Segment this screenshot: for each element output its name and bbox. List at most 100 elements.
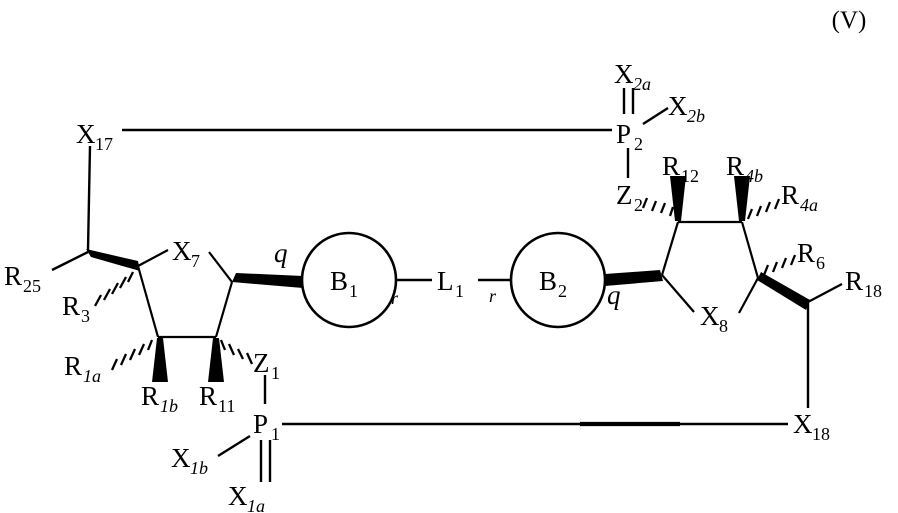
label-z1-base: Z — [253, 348, 270, 378]
wedge-ring-left-c1-to-b1 — [232, 273, 303, 288]
label-x17-sub: 17 — [95, 134, 113, 154]
label-x18-base: X — [793, 409, 813, 439]
label-r1a-base: R — [64, 351, 82, 381]
label-x2b-base: X — [668, 91, 688, 121]
label-r1a: R 1a — [64, 351, 101, 386]
label-r1b-base: R — [141, 381, 159, 411]
label-l1-sub: 1 — [455, 281, 464, 301]
label-r3: R 3 — [62, 291, 90, 326]
label-r6-base: R — [797, 238, 815, 268]
hash-bond-c2-left-to-z1 — [219, 339, 254, 365]
wedge-c2-right-to-r12 — [670, 176, 686, 221]
formula-tag: (V) — [832, 7, 867, 34]
wedge-c4-right-to-ch-right — [757, 272, 810, 310]
label-r1b: R 1b — [141, 381, 178, 416]
label-r1a-sub: 1a — [83, 366, 101, 386]
hash-bond-z2-to-c2-right — [641, 197, 675, 217]
label-r18-base: R — [845, 266, 863, 296]
bond-ring-right-c1-to-c2 — [660, 221, 680, 276]
bond-x17-to-ch-left — [86, 145, 92, 251]
bond-ch-left-to-r25 — [51, 250, 89, 272]
label-p2-base: P — [616, 119, 631, 149]
label-z2-sub: 2 — [634, 195, 643, 215]
label-x8-sub: 8 — [719, 316, 728, 336]
label-x7: X 7 — [172, 236, 200, 271]
wedge-ch-left-to-ring — [86, 249, 140, 271]
label-r4a-sub: 4a — [800, 195, 818, 215]
label-q-right: q — [607, 280, 621, 310]
label-x2b-sub: 2b — [687, 106, 705, 126]
label-r25-base: R — [4, 261, 22, 291]
label-b2: B 2 — [539, 266, 567, 301]
label-r4b-sub: 4b — [745, 166, 763, 186]
base-circle-b1 — [300, 231, 398, 329]
label-r-left: r — [391, 288, 399, 308]
label-r4a: R 4a — [781, 180, 818, 215]
label-b1-base: B — [330, 266, 348, 296]
label-b1: B 1 — [330, 266, 358, 301]
label-x1b-base: X — [171, 443, 191, 473]
label-z1: Z 1 — [253, 348, 280, 383]
label-b2-base: B — [539, 266, 557, 296]
label-p1: P 1 — [253, 409, 280, 444]
bond-ring-left-c4-to-x7 — [137, 249, 169, 267]
label-r4b: R 4b — [726, 151, 763, 186]
label-x2a-sub: 2a — [633, 74, 651, 94]
label-r25-sub: 25 — [23, 276, 41, 296]
label-r12-base: R — [662, 151, 680, 181]
bond-ring-right-c1-to-x8 — [661, 274, 695, 313]
bond-ring-right-c3-to-c4 — [740, 221, 760, 279]
bond-p1-to-x1b — [217, 434, 251, 458]
label-r18-sub: 18 — [864, 281, 882, 301]
label-r3-sub: 3 — [81, 306, 90, 326]
label-r1b-sub: 1b — [160, 396, 178, 416]
bond-ring-left-x7-to-c1 — [208, 251, 233, 283]
bond-ring-right-x8-to-c4 — [738, 277, 759, 314]
label-x18-sub: 18 — [812, 424, 830, 444]
label-r6-sub: 6 — [816, 253, 825, 273]
label-r4b-base: R — [726, 151, 744, 181]
wedge-b2-to-ring-right-c1 — [605, 270, 663, 286]
label-x8: X 8 — [700, 301, 728, 336]
hash-bond-c3-left-to-r1a — [110, 339, 154, 371]
label-p2-sub: 2 — [634, 134, 643, 154]
label-l1: L 1 — [437, 266, 464, 301]
wedge-c3-left-to-r1b — [152, 338, 168, 382]
label-r12-sub: 12 — [681, 166, 699, 186]
label-b2-sub: 2 — [558, 281, 567, 301]
wedge-c2-left-to-r11 — [208, 338, 224, 382]
hash-bond-c4-right-to-r6 — [762, 254, 797, 276]
label-x1b: X 1b — [171, 443, 208, 478]
label-r3-base: R — [62, 291, 80, 321]
label-r18: R 18 — [845, 266, 882, 301]
label-x7-base: X — [172, 236, 192, 266]
label-b1-sub: 1 — [349, 281, 358, 301]
bond-ring-left-c2-to-c1 — [214, 281, 234, 338]
label-x2a: X 2a — [614, 59, 651, 94]
label-q-left: q — [274, 238, 288, 268]
bond-p2-to-x2b — [642, 106, 669, 126]
label-x1b-sub: 1b — [190, 458, 208, 478]
hash-bond-c4-left-to-r3 — [93, 271, 135, 307]
label-z1-sub: 1 — [271, 363, 280, 383]
label-p1-sub: 1 — [271, 424, 280, 444]
bond-ring-left-c4-to-c3 — [136, 265, 160, 338]
label-p1-base: P — [253, 409, 268, 439]
label-r11-base: R — [199, 381, 217, 411]
label-r11-sub: 11 — [218, 396, 235, 416]
label-r6: R 6 — [797, 238, 825, 273]
label-x18: X 18 — [793, 409, 830, 444]
label-z2-base: Z — [616, 180, 633, 210]
label-p2: P 2 — [616, 119, 643, 154]
label-x17-base: X — [76, 119, 96, 149]
label-x2b: X 2b — [668, 91, 705, 126]
label-r25: R 25 — [4, 261, 41, 296]
label-r11: R 11 — [199, 381, 235, 416]
label-x1a-sub: 1a — [247, 496, 265, 513]
label-x8-base: X — [700, 301, 720, 331]
label-l1-base: L — [437, 266, 454, 296]
label-x2a-base: X — [614, 59, 634, 89]
label-x1a-base: X — [228, 481, 248, 511]
